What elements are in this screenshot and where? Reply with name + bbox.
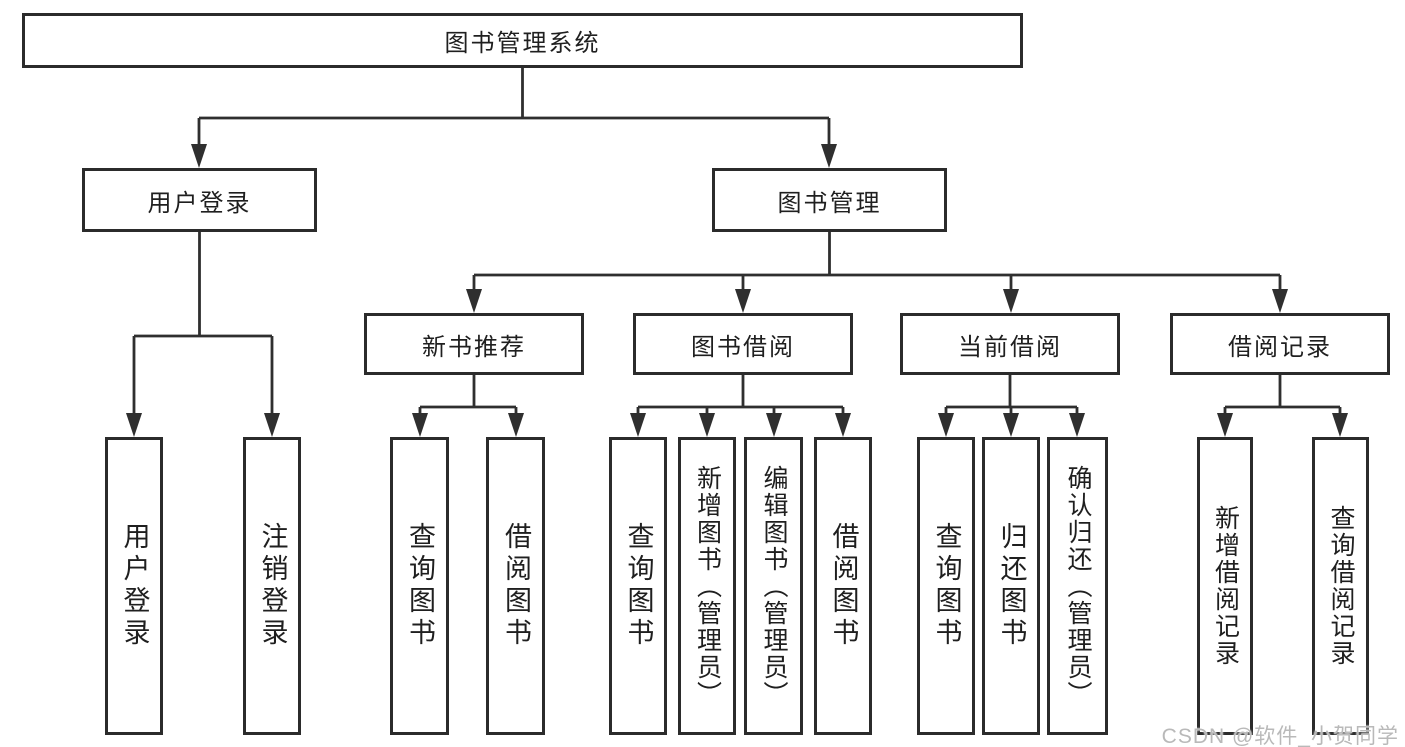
leaf-current-query-books: 查询图书: [917, 437, 975, 735]
leaf-query-borrow-record-label: 查询借阅记录: [1327, 505, 1355, 667]
leaf-recommend-borrow-books: 借阅图书: [486, 437, 545, 735]
leaf-add-borrow-record-label: 新增借阅记录: [1211, 505, 1240, 667]
node-borrowing-records: 借阅记录: [1170, 313, 1390, 375]
leaf-borrowing-query-books: 查询图书: [609, 437, 667, 735]
node-user-login: 用户登录: [82, 168, 317, 232]
leaf-borrowing-borrow-books-label: 借阅图书: [828, 522, 859, 650]
leaf-recommend-query-books: 查询图书: [390, 437, 449, 735]
leaf-add-book-admin: 新增图书（管理员）: [678, 437, 736, 735]
leaf-confirm-return-admin: 确认归还（管理员）: [1047, 437, 1108, 735]
leaf-logout: 注销登录: [243, 437, 301, 735]
leaf-query-borrow-record: 查询借阅记录: [1312, 437, 1369, 735]
leaf-edit-book-admin: 编辑图书（管理员）: [744, 437, 803, 735]
leaf-return-books-label: 归还图书: [996, 522, 1027, 650]
leaf-current-query-books-label: 查询图书: [931, 522, 962, 650]
leaf-return-books: 归还图书: [982, 437, 1040, 735]
node-book-borrowing: 图书借阅: [633, 313, 853, 375]
leaf-edit-book-admin-label: 编辑图书（管理员）: [760, 464, 788, 708]
leaf-confirm-return-admin-label: 确认归还（管理员）: [1064, 464, 1092, 708]
node-new-book-recommend: 新书推荐: [364, 313, 584, 375]
csdn-watermark: CSDN @软件_小贺同学: [1161, 725, 1399, 747]
leaf-add-borrow-record: 新增借阅记录: [1197, 437, 1253, 735]
leaf-add-book-admin-label: 新增图书（管理员）: [693, 464, 722, 708]
leaf-logout-label: 注销登录: [257, 522, 288, 650]
leaf-recommend-query-books-label: 查询图书: [405, 522, 435, 650]
leaf-user-login: 用户登录: [105, 437, 163, 735]
leaf-recommend-borrow-books-label: 借阅图书: [501, 522, 531, 650]
leaf-user-login-label: 用户登录: [119, 522, 150, 650]
leaf-borrowing-borrow-books: 借阅图书: [814, 437, 872, 735]
node-book-management: 图书管理: [712, 168, 947, 232]
node-root-system: 图书管理系统: [22, 13, 1023, 68]
leaf-borrowing-query-books-label: 查询图书: [623, 522, 654, 650]
node-current-borrowing: 当前借阅: [900, 313, 1120, 375]
